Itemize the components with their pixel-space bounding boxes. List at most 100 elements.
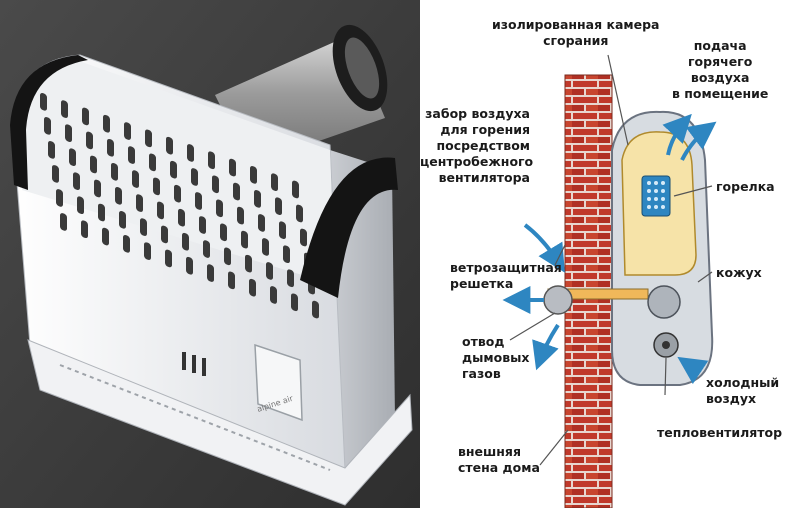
vent-slot	[44, 117, 51, 135]
vent-slot	[275, 197, 282, 216]
vent-slot	[94, 179, 101, 198]
vent-slot	[128, 146, 135, 164]
vent-slot	[132, 170, 139, 188]
vent-slot	[182, 232, 189, 251]
vent-slot	[203, 240, 210, 258]
vent-slot	[119, 211, 126, 229]
label-outer-wall: внешняя стена дома	[458, 444, 540, 475]
vent-slot	[296, 204, 303, 223]
vent-slot	[140, 218, 147, 236]
vent-slot	[170, 160, 177, 179]
vent-slot	[90, 155, 97, 174]
vent-slot	[300, 228, 307, 247]
vent-slot	[149, 153, 156, 172]
vent-slot	[98, 203, 105, 222]
vent-slot	[111, 162, 118, 181]
vent-slot	[124, 122, 131, 140]
left-corner-trim	[10, 55, 88, 190]
vent-slot	[61, 100, 68, 118]
vent-slot	[241, 230, 248, 249]
vent-slot	[102, 227, 109, 246]
burner-nozzles	[647, 181, 665, 209]
vent-slot	[52, 165, 59, 183]
vent-slot	[245, 254, 252, 273]
vent-slot	[65, 124, 72, 142]
vent-slot	[233, 182, 240, 201]
vent-slot	[107, 138, 114, 157]
leader-lines	[509, 54, 713, 466]
vent-slot	[271, 173, 278, 191]
vent-slot	[153, 177, 160, 196]
vent-slot	[144, 242, 151, 260]
lower-air-arrow	[532, 323, 560, 371]
vent-slot	[48, 141, 55, 159]
label-flue-gas: отвод дымовых газов	[462, 334, 530, 381]
front-vent-marks	[182, 352, 206, 376]
vent-slot	[81, 220, 88, 239]
control-hatch	[254, 343, 303, 422]
label-casing: кожух	[716, 265, 762, 280]
vent-slot	[73, 172, 80, 191]
vent-slot	[60, 213, 67, 231]
vent-slot	[312, 300, 319, 319]
label-combustion-chamber: изолированная камера сгорания	[492, 17, 660, 48]
vent-slot	[187, 144, 194, 162]
vent-slot	[157, 201, 164, 220]
vent-slot	[191, 168, 198, 186]
vent-slot	[228, 271, 235, 290]
vent-slot	[262, 238, 269, 256]
right-corner-trim	[300, 157, 398, 298]
label-wind-grille: ветрозащитная решетка	[450, 260, 562, 291]
vent-slot	[249, 278, 256, 297]
label-air-intake: забор воздуха для горения посредством це…	[420, 106, 534, 185]
vent-slot	[77, 196, 84, 215]
label-burner: горелка	[716, 179, 775, 194]
vent-slot	[166, 136, 173, 155]
vent-slot	[250, 166, 257, 184]
label-heat-fan: тепловентилятор	[657, 425, 783, 440]
vent-slot	[186, 256, 193, 275]
vent-slot	[292, 180, 299, 199]
vent-slot	[165, 249, 172, 268]
vent-slot	[174, 184, 181, 203]
heat-fan-hub	[662, 341, 670, 349]
vent-slot	[195, 192, 202, 210]
vent-slot	[229, 158, 236, 177]
heater-base-slots	[59, 364, 331, 471]
vent-slot	[82, 107, 89, 126]
vent-slot	[103, 114, 110, 133]
vent-slot	[115, 186, 122, 205]
vent-slot	[266, 262, 273, 280]
vent-slot	[56, 189, 63, 207]
vent-slot	[69, 148, 76, 166]
intake-air-arrow	[523, 223, 565, 273]
vent-slot	[216, 199, 223, 218]
vent-slot	[208, 151, 215, 170]
convector-photo: alpine air	[0, 0, 420, 508]
label-hot-air-supply: подача горячего воздуха в помещение	[672, 38, 769, 101]
cold-air-arrow	[677, 356, 709, 385]
vent-slot	[136, 194, 143, 212]
vent-slot	[291, 293, 298, 312]
vent-slot	[145, 129, 152, 148]
flue-pipe-cap-inner	[344, 37, 380, 99]
vent-slot	[283, 245, 290, 264]
vent-slot	[207, 264, 214, 282]
vent-slot	[212, 175, 219, 194]
vent-slot	[199, 216, 206, 234]
intake-fan	[647, 285, 681, 319]
vent-slot	[224, 247, 231, 266]
vent-slot	[178, 208, 185, 227]
vent-slot	[220, 223, 227, 242]
vent-slot	[270, 286, 277, 304]
vent-slot	[237, 206, 244, 225]
hot-air-arrow-2	[680, 121, 717, 161]
vent-slot	[161, 225, 168, 244]
label-cold-air: холодный воздух	[706, 375, 780, 406]
vent-slot	[86, 131, 93, 150]
vent-slot	[40, 93, 47, 111]
air-flow-arrows	[502, 113, 717, 385]
vent-slot	[258, 214, 265, 232]
